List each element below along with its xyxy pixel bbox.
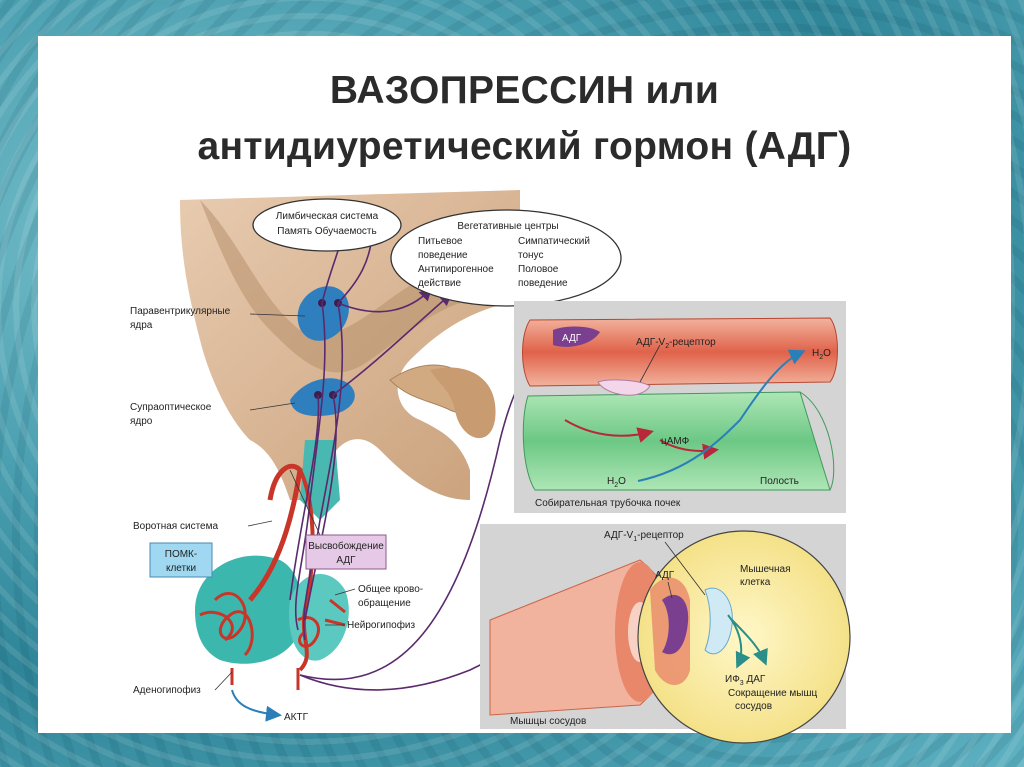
adh-molecule bbox=[662, 594, 689, 655]
autonomic-item: Половое bbox=[518, 264, 559, 275]
circulation-label-1: Общее крово- bbox=[358, 583, 423, 595]
duct-edge bbox=[799, 391, 835, 491]
brain-labels: Лимбическая система Память Обучаемость В… bbox=[130, 210, 590, 723]
receptor-to-camp-arrow bbox=[564, 419, 654, 443]
projection-autonomic-arrow bbox=[337, 287, 433, 313]
autonomic-item: Питьевое bbox=[418, 236, 463, 247]
adh-release-label-1: Высвобождение bbox=[308, 540, 384, 552]
water-transport-arrow bbox=[637, 349, 806, 482]
capillary-network bbox=[199, 610, 234, 642]
adh-release-box bbox=[305, 534, 387, 570]
circulation-vessel bbox=[324, 598, 346, 627]
blood-vessel-tube bbox=[522, 317, 838, 387]
autonomic-header: Вегетативные центры bbox=[457, 221, 558, 232]
adh-release-label-2: АДГ bbox=[336, 555, 356, 566]
leader-line bbox=[664, 541, 706, 596]
h2o-out-label: H2O bbox=[812, 348, 831, 361]
ventricle-shadow bbox=[200, 200, 470, 373]
supraoptic-label-1: Супраоптическое bbox=[130, 402, 212, 413]
acth-arrow bbox=[231, 689, 282, 722]
vessel-caption: Мышцы сосудов bbox=[510, 716, 586, 727]
acth-label: АКТГ bbox=[284, 712, 309, 723]
collecting-duct-tube bbox=[522, 391, 831, 491]
autonomic-item: тонус bbox=[518, 250, 543, 261]
camp-label: цАМФ bbox=[661, 436, 690, 447]
autonomic-bubble bbox=[390, 209, 622, 307]
muscle-cell-label-2: клетка bbox=[740, 577, 771, 588]
limbic-bubble bbox=[252, 198, 402, 252]
leader-line bbox=[639, 344, 661, 383]
pomc-cells-box bbox=[149, 542, 213, 578]
lumen-label: Полость bbox=[760, 476, 799, 487]
muscle-cell-magnified bbox=[637, 530, 851, 744]
autonomic-item: действие bbox=[418, 278, 461, 289]
capillary-network bbox=[297, 616, 321, 648]
vessel-labels: АДГ-V1-рецептор АДГ Мышечная клетка ИФ3 … bbox=[510, 530, 817, 727]
pomc-label-2: клетки bbox=[166, 563, 196, 574]
leader-line bbox=[334, 588, 356, 596]
supraoptic-label-2: ядро bbox=[130, 416, 153, 427]
leader-line bbox=[249, 402, 296, 411]
axon-path bbox=[289, 394, 320, 601]
leader-line bbox=[214, 671, 233, 691]
vessel-panel bbox=[480, 524, 851, 744]
leader-line bbox=[289, 469, 321, 536]
paraventricular-label-2: ядра bbox=[130, 320, 153, 331]
v1-receptor-label: АДГ-V1-рецептор bbox=[604, 530, 684, 543]
vessel-adh-label: АДГ bbox=[655, 570, 675, 581]
autonomic-item: Симпатический bbox=[518, 236, 590, 247]
autonomic-item: поведение bbox=[518, 278, 568, 289]
leader-line bbox=[247, 520, 273, 527]
slide-title-line-2: антидиуретический гормон (АДГ) bbox=[197, 125, 852, 168]
kidney-labels: АДГ АДГ-V2-рецептор H2O цАМФ H2O Полость… bbox=[535, 333, 831, 509]
axon-path bbox=[294, 302, 326, 631]
v2-receptor-shape bbox=[597, 379, 651, 396]
muscle-cell-label-1: Мышечная bbox=[740, 564, 790, 575]
kidney-adh-label: АДГ bbox=[562, 333, 582, 344]
brain-region bbox=[149, 190, 622, 722]
leader-line bbox=[249, 313, 306, 317]
autonomic-item: Антипирогенное bbox=[418, 264, 494, 275]
portal-system-label: Воротная система bbox=[133, 521, 218, 532]
ip3-dag-label: ИФ3 ДАГ bbox=[725, 674, 766, 687]
autonomic-item: поведение bbox=[418, 250, 468, 261]
v2-receptor-label: АДГ-V2-рецептор bbox=[636, 337, 716, 350]
contraction-label-2: сосудов bbox=[735, 701, 772, 712]
ip3-arrow bbox=[727, 614, 751, 669]
axon-path bbox=[303, 302, 344, 641]
v1-receptor-shape bbox=[704, 587, 733, 655]
limbic-label-1: Лимбическая система bbox=[276, 210, 379, 222]
leader-line bbox=[667, 581, 673, 599]
kidney-panel bbox=[514, 301, 846, 513]
camp-arrow bbox=[659, 439, 719, 460]
pomc-label-1: ПОМК- bbox=[165, 549, 197, 560]
adh-molecule bbox=[553, 326, 600, 347]
projection-autonomic-arrow bbox=[332, 292, 453, 396]
paraventricular-label-1: Паравентрикулярные bbox=[130, 306, 231, 317]
axon-path bbox=[304, 394, 337, 621]
h2o-in-label: H2O bbox=[607, 476, 626, 489]
adenohypophysis-label: Аденогипофиз bbox=[133, 684, 201, 696]
limbic-label-2: Память Обучаемость bbox=[277, 225, 376, 237]
kidney-caption: Собирательная трубочка почек bbox=[535, 497, 681, 509]
neurohypophysis-label: Нейрогипофиз bbox=[347, 619, 416, 631]
capillary-network bbox=[213, 592, 254, 657]
contraction-label-1: Сокращение мышц bbox=[728, 688, 817, 699]
portal-vessel bbox=[248, 463, 303, 602]
circulation-label-2: обращение bbox=[358, 597, 411, 609]
mammillary-body bbox=[430, 367, 496, 439]
dag-arrow bbox=[731, 619, 768, 666]
slide-title-line-1: ВАЗОПРЕССИН или bbox=[329, 69, 720, 112]
